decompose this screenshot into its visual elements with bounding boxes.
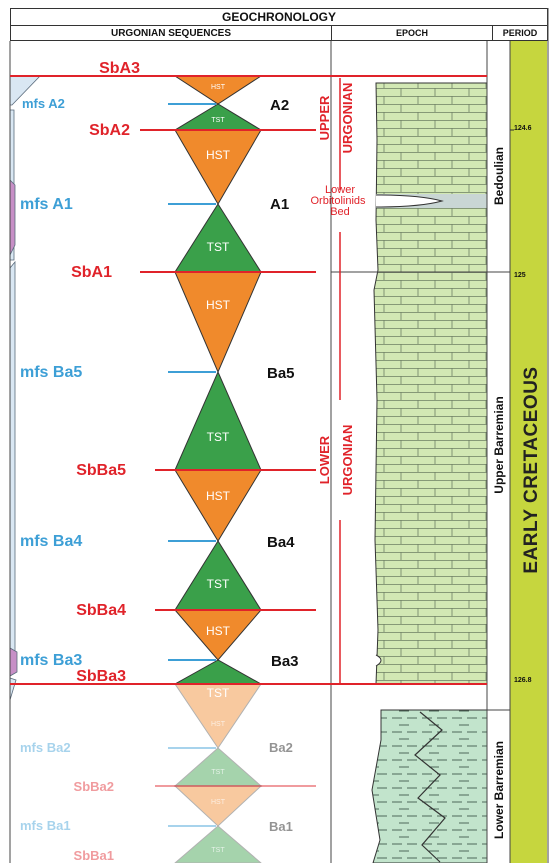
tract-label: HST [211, 84, 226, 91]
sequence-label-ba3: Ba3 [271, 653, 299, 670]
mfs-label-a2: mfs A2 [22, 96, 65, 111]
boundary-label-sba3: SbA3 [99, 60, 140, 77]
tst-triangle-ba1 [174, 825, 262, 863]
tract-label: TST [207, 577, 230, 591]
tract-label: TST [211, 117, 225, 124]
mfs-label-a1: mfs A1 [20, 196, 73, 213]
orbitolinids-label-line1: Lower [325, 184, 355, 196]
boundary-label-sba1: SbA1 [71, 264, 112, 281]
sequence-boundary-lines [10, 75, 487, 685]
boundary-label-sba2: SbA2 [89, 122, 130, 139]
tract-label: TST [207, 430, 230, 444]
correlation-strips [9, 75, 41, 701]
period-label: EARLY CRETACEOUS [521, 366, 542, 573]
sequence-label-ba1: Ba1 [269, 819, 293, 834]
lower-urgonian-label: URGONIAN [340, 425, 355, 496]
tract-label: HST [206, 624, 231, 638]
tst-triangle-ba4 [174, 540, 262, 611]
age-label-126-8: 126.8 [514, 677, 532, 684]
upper-label: UPPER [317, 95, 332, 140]
sequence-label-ba4: Ba4 [267, 534, 295, 551]
tract-label: HST [211, 799, 226, 806]
systems-tracts [173, 75, 263, 863]
hst-triangle-ba1 [173, 785, 263, 827]
boundary-label-sbba3: SbBa3 [76, 668, 126, 685]
tst-triangle-ba2 [173, 747, 263, 787]
hst-triangle-a1 [174, 129, 262, 205]
tract-label: TST [207, 686, 230, 700]
sequence-label-a1: A1 [270, 196, 289, 213]
tst-triangle-ba5 [174, 370, 262, 471]
lower-label: LOWER [317, 435, 332, 484]
sequence-label-ba2: Ba2 [269, 740, 293, 755]
epoch-bedoulian: Bedoulian [492, 147, 506, 205]
mfs-label-ba3: mfs Ba3 [20, 652, 82, 669]
age-label-125: 125 [514, 272, 526, 279]
mfs-label-ba5: mfs Ba5 [20, 364, 82, 381]
tract-label: TST [211, 847, 225, 854]
sequence-label-a2: A2 [270, 97, 289, 114]
mfs-lines [168, 103, 216, 827]
limestone-column [373, 82, 488, 685]
tst-triangle-ba3 [173, 659, 263, 685]
lower-notch [375, 654, 382, 667]
correlation-strip-pink-lower [9, 647, 18, 677]
early-cretaceous-band [510, 41, 547, 863]
epoch-lower-barremian: Lower Barremian [492, 741, 506, 839]
sequence-label-ba5: Ba5 [267, 365, 295, 382]
mfs-label-ba2: mfs Ba2 [20, 740, 71, 755]
mfs-label-ba1: mfs Ba1 [20, 818, 71, 833]
boundary-label-sbba1: SbBa1 [74, 848, 114, 863]
boundary-label-sbba2: SbBa2 [74, 779, 114, 794]
tract-label: HST [206, 148, 231, 162]
mfs-label-ba4: mfs Ba4 [20, 533, 82, 550]
tract-label: HST [211, 721, 226, 728]
lithology-column [371, 82, 488, 863]
boundary-label-sbba4: SbBa4 [76, 602, 126, 619]
tract-label: HST [206, 489, 231, 503]
correlation-strip-blue-lower [9, 260, 16, 661]
hst-triangle-ba4 [174, 469, 262, 542]
correlation-strip-pink-upper [9, 179, 16, 256]
orbitolinids-label-line3: Bed [330, 206, 350, 218]
faded-lower-tracts [173, 683, 263, 863]
age-label-124-6: 124.6 [514, 125, 532, 132]
epoch-upper-barremian: Upper Barremian [492, 396, 506, 493]
upper-urgonian-label: URGONIAN [340, 83, 355, 154]
marl-sawtooth-line [414, 711, 446, 863]
orbitolinids-label-line2: Orbitolinids [310, 195, 366, 207]
tract-label: TST [207, 240, 230, 254]
boundary-label-sbba5: SbBa5 [76, 462, 126, 479]
tst-triangle-a1 [174, 203, 262, 273]
tract-label: HST [206, 298, 231, 312]
hst-triangle-ba5 [174, 271, 262, 374]
tract-label: TST [211, 769, 225, 776]
orbitolinids-notch [375, 194, 444, 208]
